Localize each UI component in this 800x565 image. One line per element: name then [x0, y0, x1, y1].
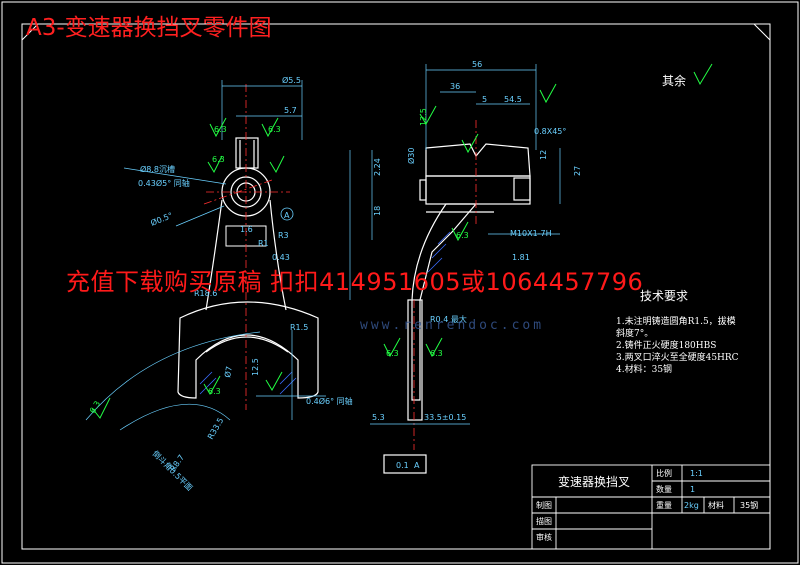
dim-d9: 1.6	[240, 225, 253, 234]
dim-s20: 0.1	[396, 461, 409, 470]
dim-d15: R1.5	[290, 323, 308, 332]
title-block	[531, 464, 771, 550]
tb-qty-label: 数量	[656, 484, 672, 494]
dim-d1: Ø5.5	[282, 75, 301, 85]
dim-d22: 倒斗角0.5平面	[151, 448, 195, 492]
tb-material-label: 材料	[708, 500, 724, 510]
side-dimension-lines	[349, 64, 561, 425]
dim-d23: 6.3	[88, 399, 102, 415]
front-roughness-symbols	[91, 117, 285, 419]
dim-d8: Ø0.5°	[149, 210, 174, 228]
sheet-title: A3-变速器换挡叉零件图	[26, 15, 272, 41]
tech-item-2: 2.铸件正火硬度180HBS	[616, 341, 717, 351]
dim-s2: 36	[450, 82, 460, 91]
dim-d14: R18.6	[194, 289, 217, 298]
side-hatch	[427, 231, 451, 273]
tb-designer-label: 制图	[536, 500, 552, 510]
dim-s7: 12	[539, 150, 548, 160]
datum-a-circle	[280, 207, 294, 221]
dim-s13: M10X1-7H	[510, 229, 552, 238]
dim-d16: 6.3	[208, 387, 221, 396]
surface-rest-note: 其余	[662, 74, 687, 88]
tb-drawer-label: 描图	[536, 516, 552, 526]
dim-d13: 0.43	[272, 253, 290, 262]
tech-item-3: 3.两叉口淬火至全硬度45HRC	[616, 353, 739, 363]
dim-s10: Ø30	[406, 148, 416, 164]
dim-s14: 1.81	[512, 253, 530, 262]
inner-border	[21, 23, 771, 550]
dim-s4: 54.5	[504, 95, 522, 104]
dim-s18: 5.3	[372, 413, 385, 422]
tb-qty-value: 1	[690, 485, 695, 494]
dim-s11: 18	[373, 206, 382, 216]
dim-d12: A	[284, 211, 290, 220]
dim-s21: A	[414, 461, 420, 470]
dim-s17: 6.3	[430, 349, 443, 358]
tb-scale-label: 比例	[656, 468, 672, 478]
dim-s5: 0.8X45°	[534, 127, 566, 136]
front-hatch	[199, 371, 297, 395]
dim-d20: R33.5	[206, 416, 225, 441]
tb-material-value: 35钢	[740, 500, 758, 510]
tech-item-1: 1.未注明铸造圆角R1.5，拔模	[616, 317, 736, 327]
tech-requirements-title: 技术要求	[640, 289, 689, 303]
dim-d18: 12.5	[251, 358, 260, 376]
dim-s6: 12.5	[419, 108, 428, 126]
side-dimension-labels: 56 36 5 54.5 0.8X45° 12 27 2.24 Ø30 18 M…	[372, 60, 582, 470]
frame-corner-marks	[21, 23, 771, 41]
dim-s9: 2.24	[373, 158, 382, 176]
dim-d7: 0.43Ø5° 同轴	[138, 178, 190, 188]
tb-checker-label: 审核	[536, 532, 552, 542]
front-centerlines	[203, 84, 290, 410]
dim-d6: Ø8.8沉槽	[140, 164, 175, 174]
tech-item-1b: 斜度7°。	[616, 329, 654, 339]
promo-overlay-text: 充值下载购买原稿 扣扣414951605或1064457796	[66, 268, 644, 296]
dim-s3: 5	[482, 95, 487, 104]
dim-s1: 56	[472, 60, 482, 69]
tb-part-name: 变速器换挡叉	[558, 474, 630, 489]
dim-d17: Ø7	[222, 365, 234, 378]
dim-s8: 27	[573, 166, 582, 176]
watermark-url: www.renrendoc.com	[360, 318, 545, 333]
dim-s15: R0.4 最大	[430, 314, 467, 324]
dim-d5: 6.3	[212, 155, 225, 164]
dim-d3: 6.3	[214, 125, 227, 134]
dim-d19: 0.4Ø6° 同轴	[306, 396, 353, 406]
title-block-text: 变速器换挡叉 比例 数量 重量 材料 35钢 制图 描图 审核	[536, 468, 758, 542]
tech-item-4: 4.材料：35钢	[616, 365, 673, 375]
side-roughness-symbols	[383, 63, 713, 358]
dim-d11: R1	[258, 239, 269, 248]
dim-d2: 5.7	[284, 106, 297, 115]
title-block-values: 1:1 1 2kg	[684, 469, 703, 510]
dim-d4: 6.3	[268, 125, 281, 134]
tb-weight-value: 2kg	[684, 501, 699, 510]
dim-s12: 6.3	[456, 231, 469, 240]
side-roughness-labels: 12.5 6.3 6.3 6.3	[386, 108, 469, 358]
dim-d10: R3	[278, 231, 289, 240]
tb-scale-value: 1:1	[690, 469, 703, 478]
dim-s19: 33.5±0.15	[424, 413, 466, 422]
front-dimension-lines	[85, 80, 326, 431]
tb-weight-label: 重量	[656, 500, 672, 510]
dim-s16: 6.3	[386, 349, 399, 358]
